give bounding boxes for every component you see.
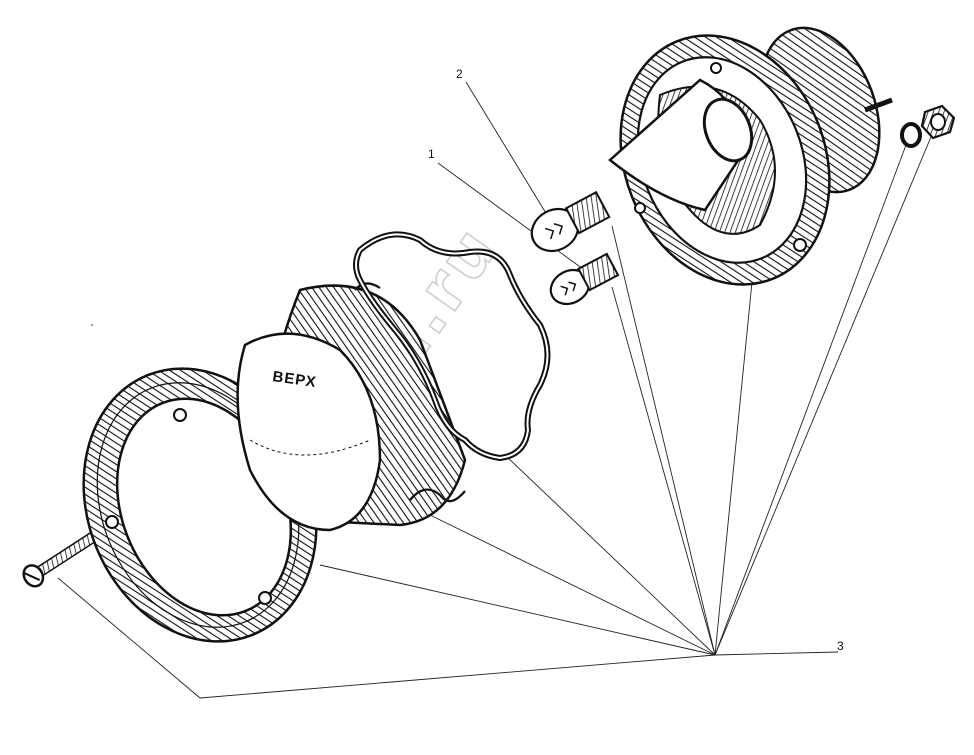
lens-diffuser: ВЕРХ [236,282,467,532]
nut [920,104,956,140]
bulb-lower [549,252,620,306]
lens-marking-text: ВЕРХ [271,368,317,391]
stray-dot [91,324,93,326]
leader-lines [57,81,934,699]
washer [900,122,922,148]
callout-2: 2 [456,67,463,81]
mounting-screw [22,531,98,588]
rubber-gasket [353,231,551,462]
bulb-upper [530,190,611,253]
callout-1: 1 [428,147,435,161]
callout-3: 3 [837,639,844,653]
lamp-housing [608,26,893,286]
